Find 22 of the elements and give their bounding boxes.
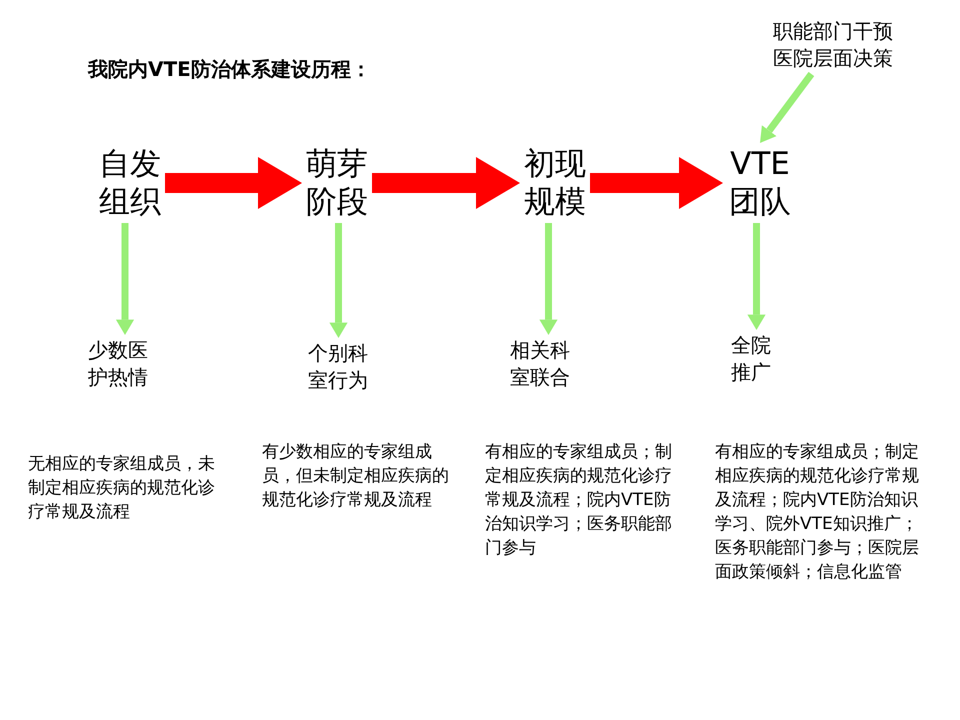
stage-label: 萌芽阶段 [304, 145, 370, 221]
outcome-text: 个别科室行为 [308, 340, 372, 394]
stage-label: 自发组织 [97, 145, 163, 221]
note-text: 职能部门干预医院层面决策 [773, 18, 899, 72]
arrow [372, 157, 520, 209]
arrow [539, 223, 558, 335]
stage-label: 初现规模 [522, 145, 588, 221]
outcome-text: 相关科室联合 [510, 337, 574, 391]
arrow [165, 157, 302, 209]
description-text: 有相应的专家组成员；制定相应疾病的规范化诊疗常规及流程；院内VTE防治知识学习、院外VTE知识推广；医务职能部门参与；医院层面政策倾斜；信息化监管 [715, 441, 920, 584]
arrow [329, 223, 348, 338]
stage-label: VTE团队 [725, 145, 795, 221]
title: 我院内VTE防治体系建设历程： [88, 56, 371, 83]
arrow [116, 223, 134, 335]
arrow [760, 72, 814, 143]
description-text: 有少数相应的专家组成员，但未制定相应疾病的规范化诊疗常规及流程 [262, 441, 450, 512]
arrow [747, 223, 766, 330]
description-text: 无相应的专家组成员，未制定相应疾病的规范化诊疗常规及流程 [28, 453, 216, 524]
arrow [590, 157, 723, 209]
outcome-text: 全院推广 [731, 332, 775, 386]
description-text: 有相应的专家组成员；制定相应疾病的规范化诊疗常规及流程；院内VTE防治知识学习；医务职能部门参与 [485, 441, 673, 560]
outcome-text: 少数医护热情 [88, 337, 152, 391]
